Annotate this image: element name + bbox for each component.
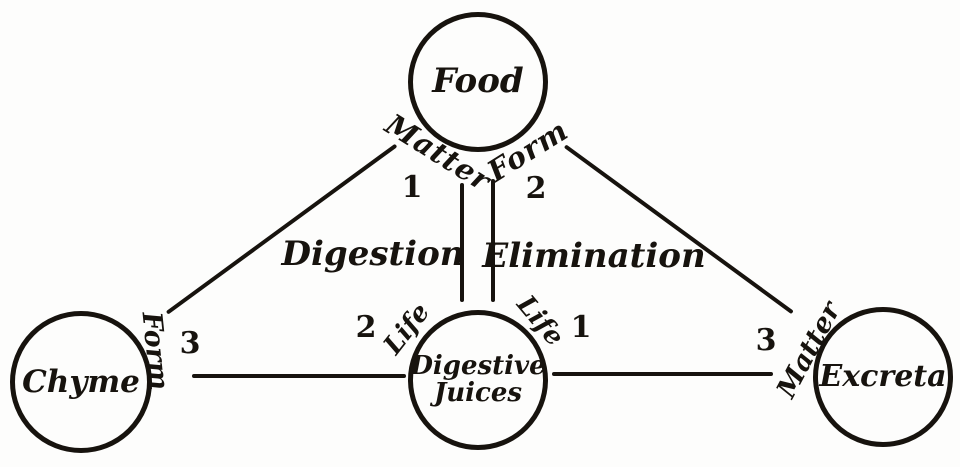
digestive-juices-line2: Juices bbox=[433, 378, 523, 408]
number-juices-left: 2 bbox=[355, 310, 377, 345]
node-food-label: Food bbox=[432, 61, 524, 102]
edge-elimination-line bbox=[491, 179, 495, 302]
node-chyme: Chyme bbox=[10, 311, 152, 453]
number-chyme-form: 3 bbox=[179, 326, 201, 361]
node-food: Food bbox=[408, 12, 548, 152]
node-digestive-juices-label: Digestive Juices bbox=[410, 350, 546, 408]
node-chyme-label: Chyme bbox=[22, 363, 140, 400]
node-digestive-juices: Digestive Juices bbox=[408, 310, 548, 450]
edge-chyme-juices-line bbox=[192, 374, 406, 378]
number-food-matter: 1 bbox=[401, 170, 423, 205]
label-digestion: Digestion bbox=[281, 234, 465, 274]
number-excreta-matter: 3 bbox=[755, 323, 777, 358]
edge-food-excreta-line bbox=[563, 144, 794, 315]
number-food-form: 2 bbox=[525, 171, 547, 206]
digestive-juices-line1: Digestive bbox=[410, 350, 546, 381]
edge-digestion-line bbox=[460, 183, 464, 302]
node-excreta: Excreta bbox=[813, 307, 953, 447]
edge-juices-excreta-line bbox=[552, 372, 773, 376]
node-excreta-label: Excreta bbox=[819, 359, 947, 395]
number-juices-right: 1 bbox=[570, 310, 592, 345]
label-elimination: Elimination bbox=[482, 236, 706, 276]
arc-label-form-chyme: Form bbox=[135, 310, 175, 392]
edge-food-chyme-line bbox=[165, 143, 398, 315]
